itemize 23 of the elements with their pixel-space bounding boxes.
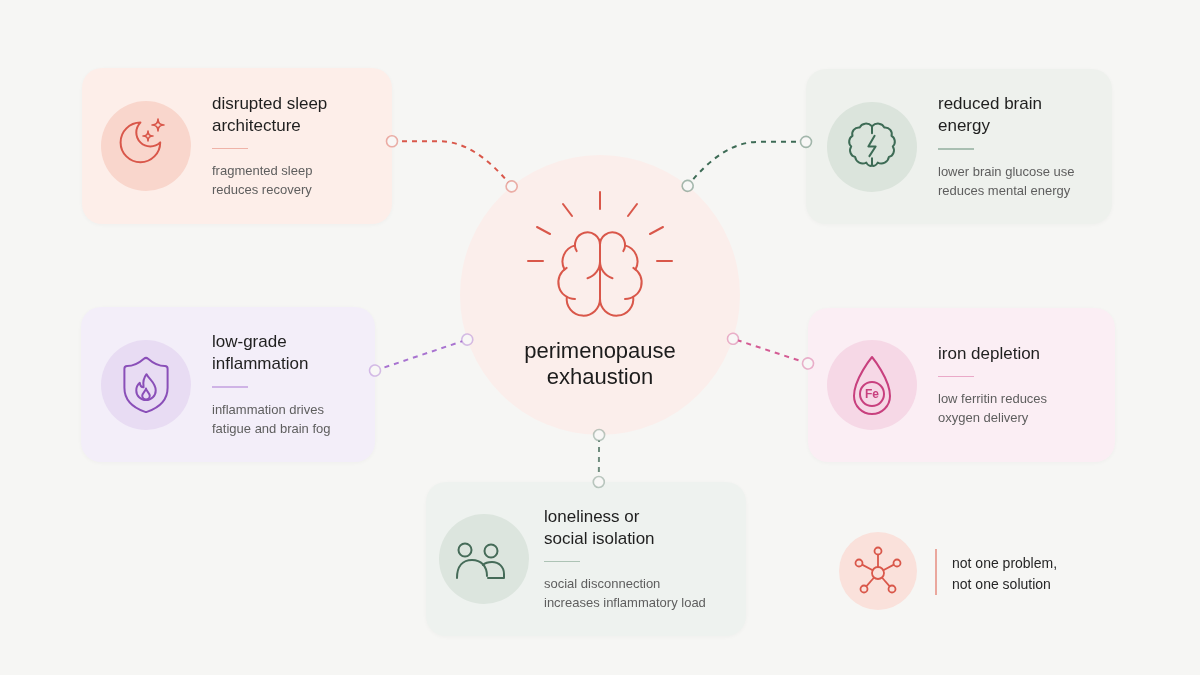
card-title: disrupted sleep architecture — [212, 92, 329, 137]
dashed-connector — [385, 135, 518, 193]
card-title: loneliness or social isolation — [544, 505, 656, 550]
note-text: not one problem, not one solution — [952, 554, 1059, 594]
card-description: low ferritin reduces oxygen delivery — [938, 390, 1049, 428]
factor-card — [808, 308, 1115, 462]
factor-card — [426, 482, 746, 636]
factor-card — [82, 68, 392, 224]
factor-card — [81, 307, 375, 462]
card-title: low-grade inflammation — [212, 331, 310, 376]
card-description: inflammation drives fatigue and brain fog — [212, 400, 332, 438]
dashed-connector — [368, 333, 474, 377]
card-description: lower brain glucose use reduces mental energy — [938, 162, 1076, 200]
element-symbol: Fe — [864, 386, 880, 402]
hub-title: perimenopause exhaustion — [523, 338, 677, 390]
dashed-connector — [726, 332, 815, 370]
dashed-connector — [592, 428, 606, 489]
card-description: fragmented sleep reduces recovery — [212, 162, 314, 200]
factor-card — [806, 69, 1112, 224]
dashed-connector — [681, 135, 813, 193]
card-title: iron depletion — [938, 342, 1042, 365]
card-description: social disconnection increases inflammatory load — [544, 575, 707, 613]
card-title: reduced brain energy — [938, 93, 1043, 138]
